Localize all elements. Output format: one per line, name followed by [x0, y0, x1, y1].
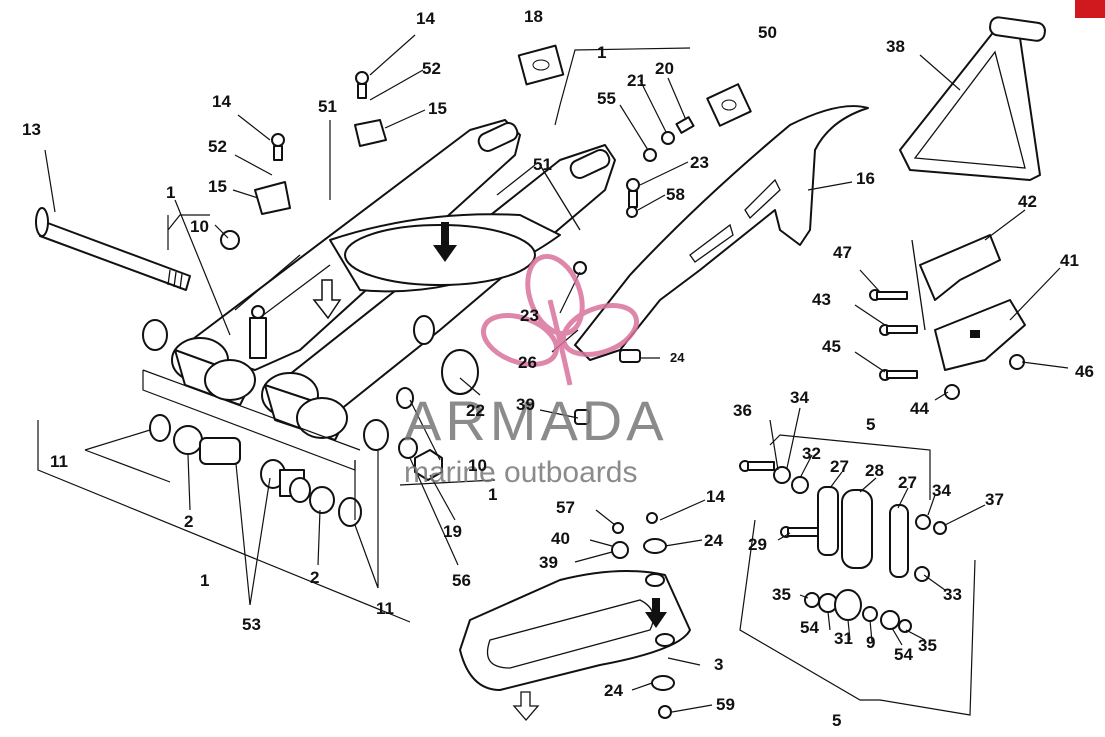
callout-41: 41 [1060, 251, 1079, 270]
chain-slider [459, 570, 691, 721]
callout-34: 34 [932, 481, 951, 500]
axle [35, 207, 191, 291]
callout-52: 52 [208, 137, 227, 156]
callout-23: 23 [690, 153, 709, 172]
callout-1: 1 [166, 183, 175, 202]
callout-15: 15 [208, 177, 227, 196]
callout-47: 47 [833, 243, 852, 262]
callout-39: 39 [539, 553, 558, 572]
callout-50: 50 [758, 23, 777, 42]
callout-57: 57 [556, 498, 575, 517]
callout-58: 58 [666, 185, 685, 204]
callout-22: 22 [466, 401, 485, 420]
callout-37: 37 [985, 490, 1004, 509]
callout-19: 19 [443, 522, 462, 541]
callout-11: 11 [376, 599, 394, 618]
watermark-tagline: marine outboards [404, 456, 637, 489]
callout-56: 56 [452, 571, 471, 590]
callout-14: 14 [706, 487, 725, 506]
callout-35: 35 [772, 585, 791, 604]
callout-2: 2 [310, 568, 319, 587]
callout-32: 32 [802, 444, 821, 463]
chain-guide-bracket [911, 234, 1026, 371]
callout-15: 15 [428, 99, 447, 118]
callout-18: 18 [524, 7, 543, 26]
callout-14: 14 [416, 9, 435, 28]
callout-23: 23 [520, 306, 539, 325]
callout-52: 52 [422, 59, 441, 78]
callout-24: 24 [670, 350, 685, 365]
callout-9: 9 [866, 633, 875, 652]
callout-54: 54 [800, 618, 819, 637]
callout-5: 5 [832, 711, 841, 730]
watermark-brand: ARMADA [404, 389, 668, 452]
callout-29: 29 [748, 535, 767, 554]
callout-24: 24 [704, 531, 723, 550]
callout-11: 11 [50, 452, 68, 471]
callout-10: 10 [468, 456, 487, 475]
callout-16: 16 [856, 169, 875, 188]
callout-10: 10 [190, 217, 209, 236]
callout-1: 1 [200, 571, 209, 590]
stand-triangle [899, 16, 1046, 181]
callout-36: 36 [733, 401, 752, 420]
callout-39: 39 [516, 395, 535, 414]
callout-24: 24 [604, 681, 623, 700]
linkage-5 [739, 460, 947, 633]
callout-27: 27 [898, 473, 917, 492]
chain-guard [574, 105, 869, 361]
callout-labels: 13 1 10 14 52 15 14 52 15 51 51 18 1 55 … [22, 7, 1094, 730]
callout-55: 55 [597, 89, 616, 108]
callout-51: 51 [533, 155, 552, 174]
callout-1: 1 [488, 485, 497, 504]
callout-35: 35 [918, 636, 937, 655]
callout-38: 38 [886, 37, 905, 56]
swingarm [171, 119, 616, 441]
callout-53: 53 [242, 615, 261, 634]
callout-2: 2 [184, 512, 193, 531]
callout-40: 40 [551, 529, 570, 548]
callout-31: 31 [834, 629, 853, 648]
callout-43: 43 [812, 290, 831, 309]
callout-44: 44 [910, 399, 929, 418]
callout-21: 21 [627, 71, 646, 90]
callout-59: 59 [716, 695, 735, 714]
callout-3: 3 [714, 655, 723, 674]
callout-54: 54 [894, 645, 913, 664]
armada-logo-icon [481, 253, 639, 386]
callout-42: 42 [1018, 192, 1037, 211]
group-brackets [37, 47, 976, 716]
armada-watermark: ARMADA marine outboards [404, 253, 668, 489]
pads-and-fasteners [254, 44, 1025, 719]
corner-badge [1075, 0, 1105, 18]
callout-45: 45 [822, 337, 841, 356]
callout-34: 34 [790, 388, 809, 407]
callout-5: 5 [866, 415, 875, 434]
callout-51: 51 [318, 97, 337, 116]
callout-26: 26 [518, 353, 537, 372]
callout-28: 28 [865, 461, 884, 480]
callout-14: 14 [212, 92, 231, 111]
callout-1: 1 [597, 43, 606, 62]
callout-33: 33 [943, 585, 962, 604]
callout-46: 46 [1075, 362, 1094, 381]
callout-27: 27 [830, 457, 849, 476]
callout-20: 20 [655, 59, 674, 78]
callout-13: 13 [22, 120, 41, 139]
